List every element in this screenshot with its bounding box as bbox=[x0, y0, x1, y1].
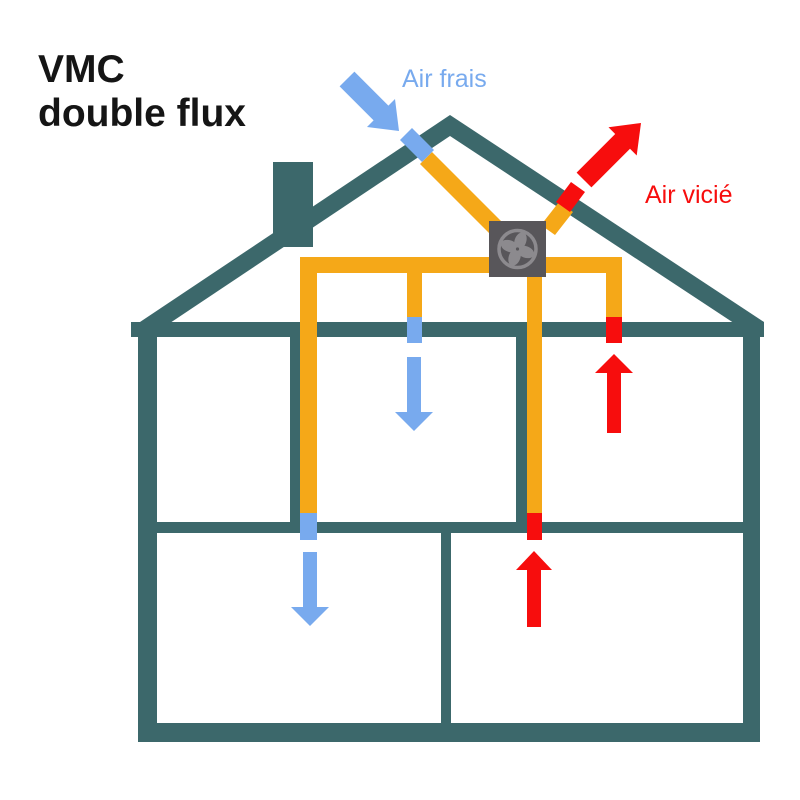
lower-room-extract-arrow-shaft bbox=[527, 570, 541, 627]
stale-air-label: Air vicié bbox=[645, 181, 733, 209]
upper-room-supply-arrow-shaft bbox=[407, 357, 421, 412]
upper-interior-wall-left bbox=[290, 337, 301, 522]
fresh-air-inlet-arrow-icon bbox=[339, 71, 399, 131]
fresh-air-label: Air frais bbox=[402, 65, 487, 93]
stale-air-ceiling-crossing bbox=[606, 317, 622, 343]
fan-icon bbox=[500, 232, 535, 266]
diagram-title: VMC double flux bbox=[38, 48, 246, 135]
title-line-2: double flux bbox=[38, 92, 246, 135]
right-extract-branch-duct bbox=[606, 257, 622, 317]
left-vertical-duct bbox=[300, 257, 317, 513]
right-wall bbox=[743, 322, 760, 742]
stale-air-outlet-arrow-icon bbox=[576, 123, 641, 188]
heat-exchanger-unit bbox=[489, 221, 546, 277]
house-structure bbox=[131, 115, 764, 742]
fan-ring-icon bbox=[497, 228, 538, 270]
lower-room-supply-arrow-head-icon bbox=[291, 607, 329, 626]
left-wall bbox=[138, 322, 157, 742]
roof-right-slope bbox=[450, 115, 764, 337]
attic-floor-band bbox=[131, 322, 764, 337]
middle-supply-branch-duct bbox=[407, 273, 422, 317]
fresh-air-floor-crossing bbox=[300, 513, 317, 540]
main-horizontal-duct bbox=[300, 257, 622, 273]
stale-air-flow bbox=[516, 123, 641, 627]
lower-interior-wall bbox=[441, 533, 451, 723]
fresh-air-roof-crossing bbox=[400, 128, 434, 162]
upper-room-supply-arrow-head-icon bbox=[395, 412, 433, 431]
fan-down-extract-duct bbox=[527, 273, 542, 513]
stale-air-roof-crossing bbox=[556, 182, 585, 212]
ground-floor-slab bbox=[138, 723, 760, 742]
lower-room-extract-arrow-head-icon bbox=[516, 551, 552, 570]
fresh-air-flow bbox=[291, 71, 434, 626]
roof-left-slope bbox=[131, 115, 450, 337]
upper-interior-wall-right bbox=[516, 337, 528, 522]
stale-air-floor-crossing bbox=[527, 513, 542, 540]
stale-air-exhaust-diagonal-duct bbox=[541, 202, 573, 235]
title-line-1: VMC bbox=[38, 48, 125, 91]
mid-floor-slab bbox=[157, 522, 743, 533]
fresh-air-intake-diagonal-duct bbox=[420, 152, 504, 236]
upper-room-extract-arrow-head-icon bbox=[595, 354, 633, 373]
fresh-air-ceiling-crossing bbox=[407, 317, 422, 343]
upper-room-extract-arrow-shaft bbox=[607, 373, 621, 433]
lower-room-supply-arrow-shaft bbox=[303, 552, 317, 607]
